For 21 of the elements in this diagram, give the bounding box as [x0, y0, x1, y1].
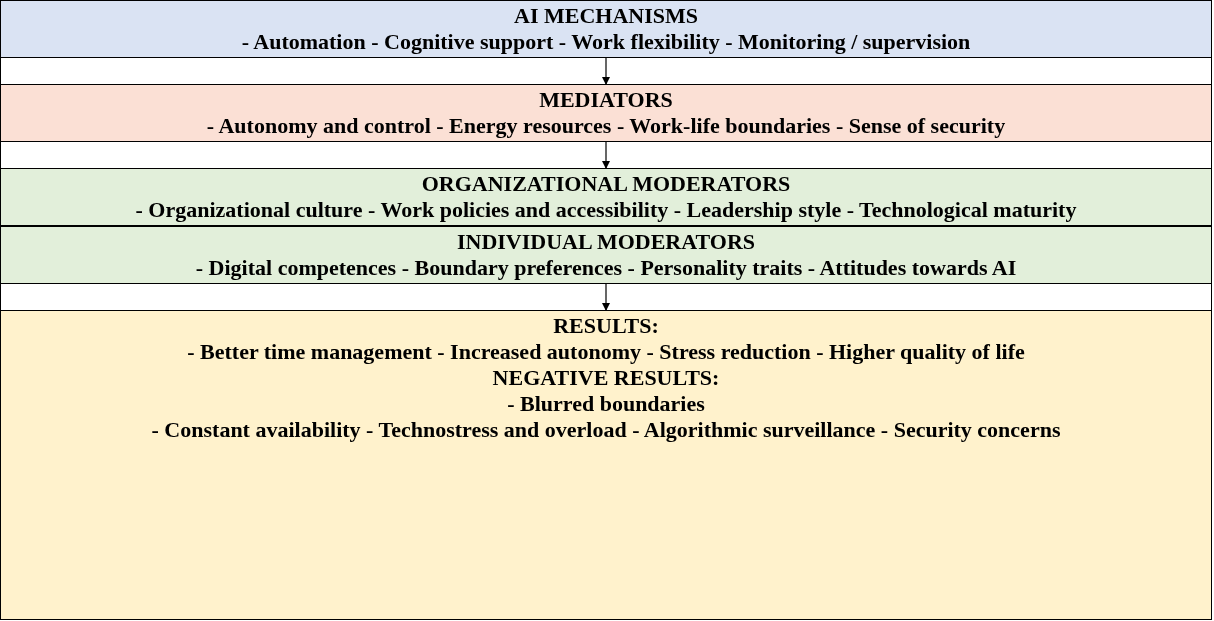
band	[0, 0, 1212, 58]
arrow	[602, 141, 610, 169]
band	[0, 310, 1212, 620]
section-heading: MEDIATORS	[538, 87, 674, 113]
list-text: - Organizational culture - Work policies and accessibility - Leadership style - Technological maturity	[134, 197, 1078, 223]
band	[0, 226, 1212, 284]
list-text: - Digital competences - Boundary preferences - Personality traits - Attitudes towards AI	[194, 255, 1018, 281]
section-heading: ORGANIZATIONAL MODERATORS	[420, 171, 792, 197]
arrow	[602, 283, 610, 311]
list-text: - Blurred boundaries	[506, 391, 706, 417]
list-text: - Autonomy and control - Energy resources - Work-life boundaries - Sense of security	[205, 113, 1007, 139]
section-heading: AI MECHANISMS	[513, 3, 699, 29]
section-heading: NEGATIVE RESULTS:	[491, 365, 721, 391]
list-text: - Automation - Cognitive support - Work flexibility - Monitoring / supervision	[240, 29, 972, 55]
list-text: - Better time management - Increased autonomy - Stress reduction - Higher quality of life	[186, 339, 1026, 365]
band	[0, 168, 1212, 226]
section-heading: INDIVIDUAL MODERATORS	[455, 229, 757, 255]
band	[0, 84, 1212, 142]
list-text: - Constant availability - Technostress and overload - Algorithmic surveillance - Security concerns	[150, 417, 1062, 443]
section-heading: RESULTS:	[552, 313, 660, 339]
arrow	[602, 57, 610, 85]
